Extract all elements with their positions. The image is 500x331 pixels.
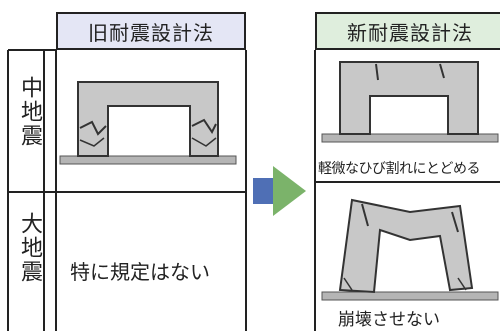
crack-right bbox=[191, 118, 217, 134]
new-medium-caption: 軽微なひび割れにとどめる bbox=[318, 161, 481, 177]
crack-left bbox=[79, 120, 107, 136]
old-large-caption: 特に規定はない bbox=[70, 260, 210, 284]
new-code-header: 新耐震設計法 bbox=[315, 12, 500, 50]
old-code-header: 旧耐震設計法 bbox=[56, 12, 246, 50]
new-large-frame bbox=[321, 198, 499, 301]
row-label-medium-quake: 中地震 bbox=[17, 76, 42, 148]
old-medium-frame bbox=[59, 81, 237, 165]
new-large-caption: 崩壊させない bbox=[338, 310, 440, 330]
transition-arrow bbox=[253, 166, 306, 216]
new-medium-frame bbox=[321, 61, 499, 143]
row-label-large-quake: 大地震 bbox=[17, 212, 42, 284]
